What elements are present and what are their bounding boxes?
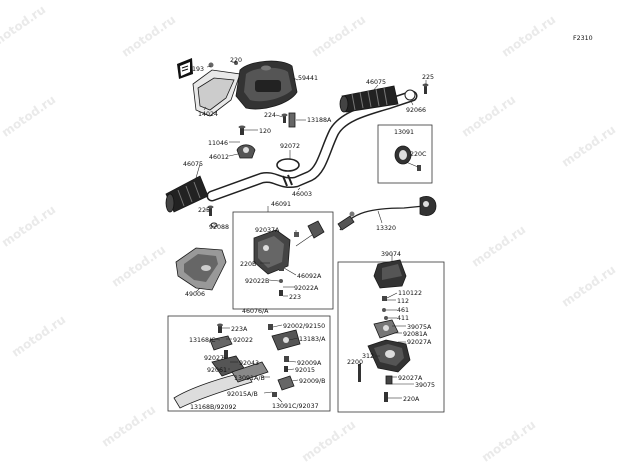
part-label: 92088 [209,224,229,231]
handlebar-part [206,89,418,202]
part-label: 46012 [209,154,229,161]
part-label: 223A [231,326,248,333]
part-label: 46075 [183,161,203,168]
part-label: 220 [230,57,242,64]
part-label: 46075 [366,79,386,86]
watermark: motod.ru [479,417,538,464]
throttle-housing-part [234,60,298,110]
watermark: motod.ru [499,12,558,59]
part-label: 92027A [407,339,432,346]
master-cylinder-part [358,259,411,402]
part-label: 223 [289,294,301,301]
part-label: 92072 [280,143,300,150]
part-label: 92009A [297,360,322,367]
part-label: 224 [264,112,276,119]
part-label: 461 [397,307,409,314]
lever-part [175,247,227,291]
watermark: motod.ru [309,12,368,59]
part-label: 92015 [295,367,315,374]
part-label: 193 [192,66,204,73]
part-label: 39074 [381,251,401,258]
part-label: 92009/B [299,378,325,385]
part-label: 11046 [208,140,228,147]
part-label: 225 [422,74,434,81]
watermark: motod.ru [559,262,618,309]
inset-box-46076a [167,315,331,412]
watermark: motod.ru [0,92,58,139]
watermark: motod.ru [9,312,68,359]
cable-part [337,196,437,231]
screw-part [422,83,429,94]
plate-part [177,58,193,79]
part-label: 14024 [198,111,218,118]
part-label: 112 [397,298,409,305]
bolt-part [238,112,296,135]
part-label: 13188A [307,117,332,124]
part-label: 92027A [398,375,423,382]
part-label: 13091 [394,129,414,136]
watermark: motod.ru [559,122,618,169]
part-label: 13183/A [299,336,326,343]
part-label: 39075A [407,324,432,331]
part-label: 220C [410,151,427,158]
watermark: motod.ru [99,402,158,449]
part-label: 46091 [271,201,291,208]
part-label: 49006 [185,291,205,298]
part-label: 92037A [255,227,280,234]
part-label: 220A [403,396,420,403]
part-label: 13168B/92092 [190,404,237,411]
part-label: 46076/A [242,308,269,315]
part-label: 92022B [245,278,269,285]
watermark-layer: motod.ru motod.ru motod.ru motod.ru moto… [0,2,618,464]
part-label: 225 [198,207,210,214]
inset-box-46091 [232,211,334,310]
part-label: 92043 [239,360,259,367]
leader-lines [195,61,427,403]
part-label: 13091A/B [234,375,265,382]
part-label: 39075 [415,382,435,389]
part-label: 92061 [207,367,227,374]
watermark: motod.ru [299,417,358,464]
figure-code: F2310 [573,35,593,42]
part-label: 110122 [398,290,422,297]
watermark: motod.ru [469,222,528,269]
part-label: 92066 [406,107,426,114]
part-label: 46092A [297,273,322,280]
part-label: 92022 [233,337,253,344]
part-label: 92081A [403,331,428,338]
part-label: 13168/C [189,337,216,344]
part-label: 92027 [204,355,224,362]
part-label: 46003 [292,191,312,198]
part-label: 92015A/B [227,391,258,398]
right-grip-part [339,85,399,113]
part-label: 13091C/92037 [272,403,319,410]
left-grip-part [165,175,209,213]
part-label: 312 [362,353,374,360]
part-label: 13320 [376,225,396,232]
part-label: 120 [259,128,271,135]
watermark: motod.ru [109,242,168,289]
clamp-part [236,144,256,159]
small-parts [279,266,284,296]
band-part [276,158,300,172]
part-label: 411 [397,315,409,322]
part-label: 92002/92150 [283,323,325,330]
inset-box-13091 [377,124,433,184]
watermark: motod.ru [459,92,518,139]
part-label: 92022A [294,285,319,292]
watermark: motod.ru [0,2,48,49]
watermark: motod.ru [0,202,58,249]
switch-part [394,145,421,171]
watermark: motod.ru [119,12,178,59]
part-label: 2200 [347,359,363,366]
part-label: 59441 [298,75,318,82]
part-labels: 193 220 59441 14024 46075 225 92066 224 … [183,57,435,411]
clutch-lever-parts [173,323,301,409]
part-label: 220B [240,261,256,268]
